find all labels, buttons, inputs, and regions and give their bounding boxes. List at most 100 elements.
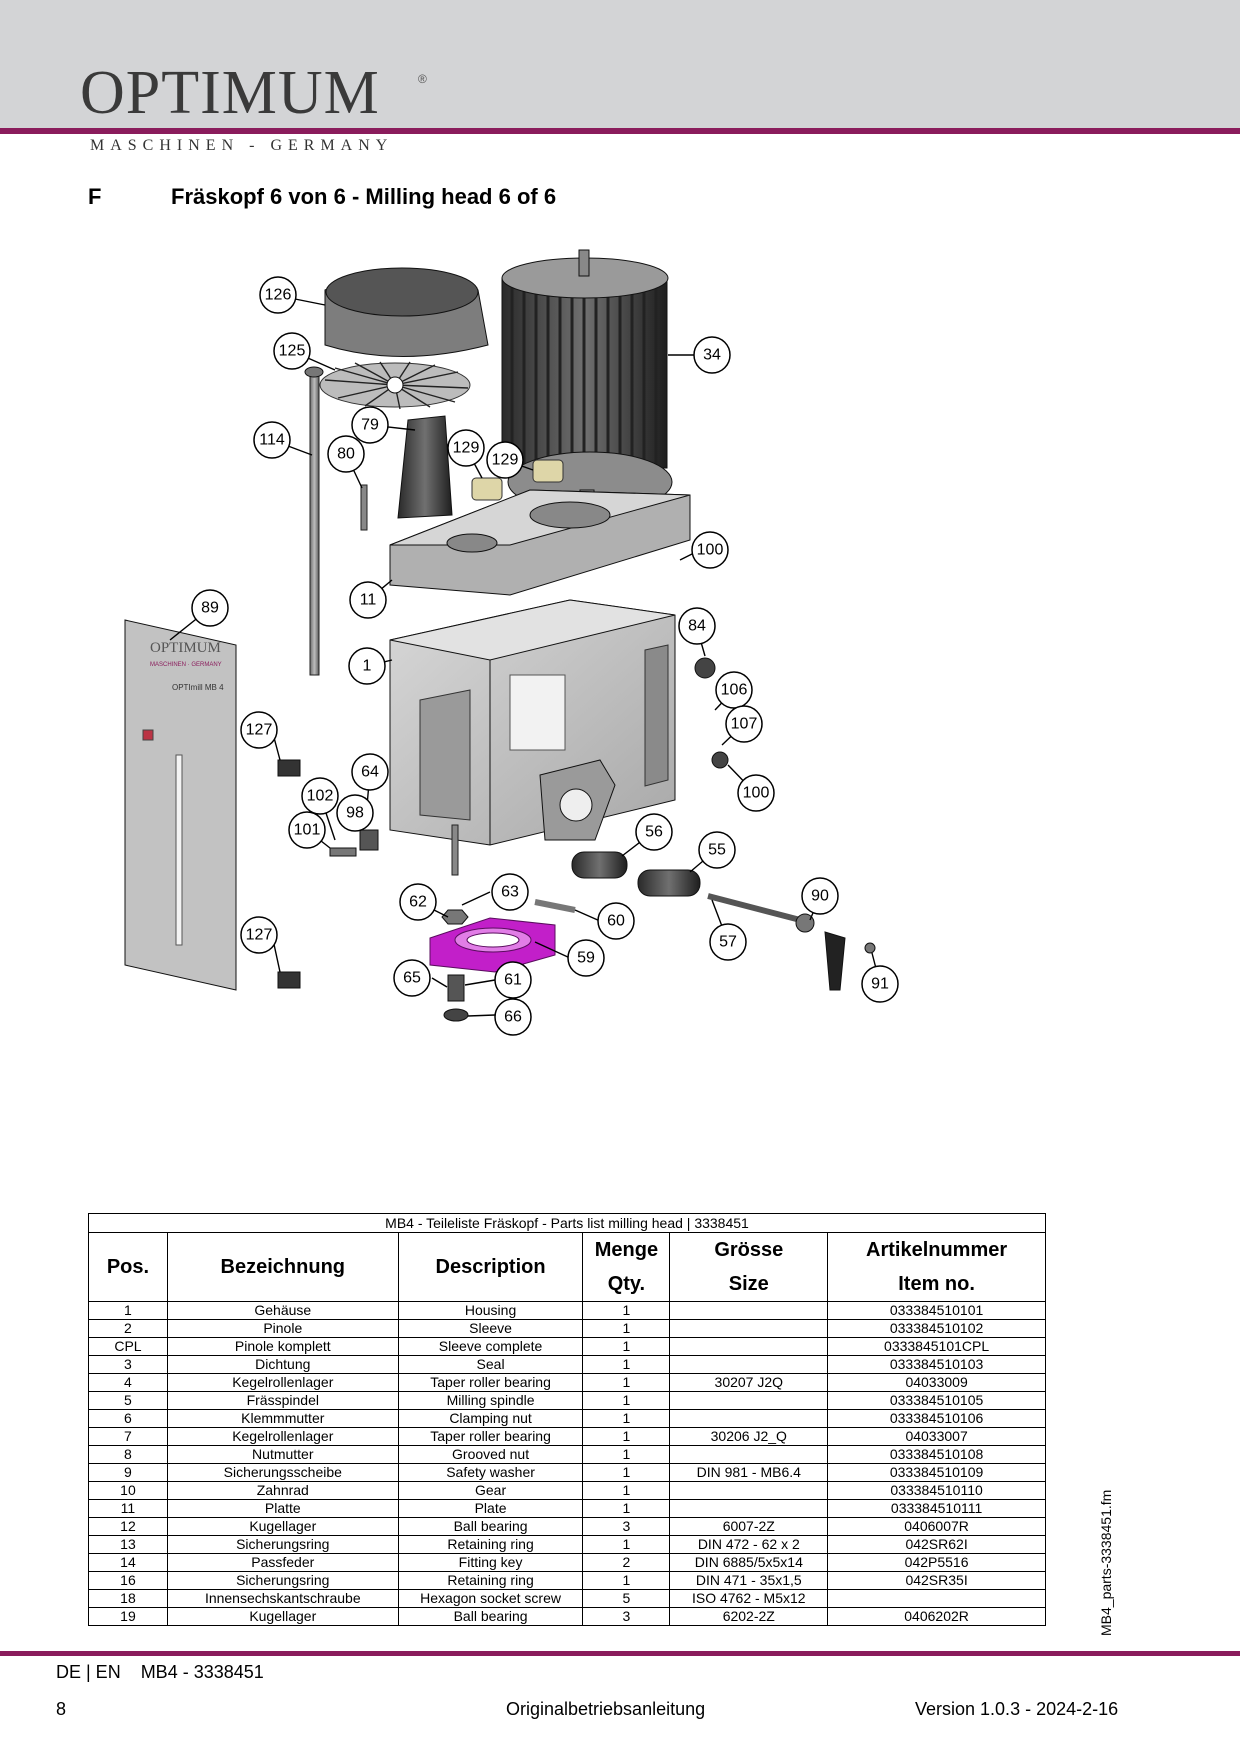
svg-text:65: 65 bbox=[403, 970, 421, 987]
svg-text:55: 55 bbox=[708, 842, 726, 859]
cell-description: Seal bbox=[397, 1355, 584, 1374]
cell-pos: 10 bbox=[88, 1481, 168, 1500]
callout: 56 bbox=[635, 813, 673, 851]
brand-tagline: MASCHINEN - GERMANY bbox=[90, 137, 394, 154]
cell-description: Grooved nut bbox=[397, 1445, 584, 1464]
sleeve-parts bbox=[571, 851, 701, 897]
cell-pos: 8 bbox=[88, 1445, 168, 1464]
cell-qty: 2 bbox=[582, 1553, 671, 1572]
panel-brand: OPTIMUM bbox=[150, 640, 221, 656]
callout: 62 bbox=[399, 883, 437, 921]
cell-qty: 3 bbox=[582, 1607, 671, 1626]
callout: 89 bbox=[191, 589, 229, 627]
cell-pos: 9 bbox=[88, 1463, 168, 1482]
cell-qty: 5 bbox=[582, 1589, 671, 1608]
shaft-lever-parts bbox=[707, 893, 876, 991]
cell-size: 6007-2Z bbox=[669, 1517, 829, 1536]
cell-bezeichnung: Kugellager bbox=[166, 1517, 399, 1536]
callout: 125 bbox=[273, 332, 311, 370]
callout: 102 bbox=[301, 777, 339, 815]
cell-bezeichnung: Kugellager bbox=[166, 1607, 399, 1626]
screw-part bbox=[360, 484, 368, 531]
svg-text:91: 91 bbox=[871, 976, 889, 993]
section-title: Fräskopf 6 von 6 - Milling head 6 of 6 bbox=[171, 184, 557, 209]
cell-bezeichnung: Kegelrollenlager bbox=[166, 1427, 399, 1446]
svg-text:11: 11 bbox=[360, 592, 377, 609]
col-bezeichnung: Bezeichnung bbox=[166, 1232, 399, 1302]
svg-text:107: 107 bbox=[731, 716, 758, 733]
svg-text:101: 101 bbox=[294, 822, 321, 839]
panel-tagline: MASCHINEN · GERMANY bbox=[150, 662, 222, 668]
cell-pos: CPL bbox=[88, 1337, 168, 1356]
plate-part bbox=[389, 489, 691, 596]
svg-text:127: 127 bbox=[246, 927, 273, 944]
callout: 34 bbox=[693, 336, 731, 374]
cell-qty: 1 bbox=[582, 1301, 671, 1320]
cell-itemno: 033384510105 bbox=[827, 1391, 1046, 1410]
svg-text:125: 125 bbox=[279, 343, 306, 360]
cell-pos: 5 bbox=[88, 1391, 168, 1410]
cell-bezeichnung: Innensechskantschraube bbox=[166, 1589, 399, 1608]
col-itemno: Item no. bbox=[827, 1267, 1046, 1302]
cell-bezeichnung: Sicherungsring bbox=[166, 1571, 399, 1590]
cell-bezeichnung: Nutmutter bbox=[166, 1445, 399, 1464]
svg-text:106: 106 bbox=[721, 682, 748, 699]
cell-description: Retaining ring bbox=[397, 1571, 584, 1590]
svg-text:102: 102 bbox=[307, 788, 334, 805]
cell-qty: 1 bbox=[582, 1373, 671, 1392]
callout: 129 bbox=[447, 429, 485, 467]
cell-description: Sleeve bbox=[397, 1319, 584, 1338]
brand-logo: OPTIMUM bbox=[80, 59, 380, 127]
bearing-parts bbox=[471, 459, 564, 501]
switch-parts bbox=[277, 759, 301, 989]
callout: 66 bbox=[494, 998, 532, 1036]
cell-description: Clamping nut bbox=[397, 1409, 584, 1428]
callout: 63 bbox=[491, 873, 529, 911]
small-hardware-parts bbox=[329, 657, 729, 857]
col-groesse: Grösse bbox=[669, 1232, 829, 1267]
footer-document-type: Originalbetriebsanleitung bbox=[506, 1699, 706, 1719]
header-band bbox=[0, 0, 1240, 128]
cell-pos: 7 bbox=[88, 1427, 168, 1446]
cell-itemno: 033384510110 bbox=[827, 1481, 1046, 1500]
control-panel-part: OPTIMUM MASCHINEN · GERMANY OPTImill MB … bbox=[124, 619, 237, 991]
cell-itemno: 033384510111 bbox=[827, 1499, 1046, 1518]
col-description: Description bbox=[397, 1232, 584, 1302]
cell-size: DIN 472 - 62 x 2 bbox=[669, 1535, 829, 1554]
cell-pos: 14 bbox=[88, 1553, 168, 1572]
cell-qty: 1 bbox=[582, 1481, 671, 1500]
callout: 57 bbox=[709, 923, 747, 961]
fastener-parts bbox=[441, 899, 576, 1022]
panel-model: OPTImill MB 4 bbox=[172, 683, 224, 692]
svg-text:60: 60 bbox=[607, 913, 625, 930]
cell-qty: 1 bbox=[582, 1499, 671, 1518]
cell-bezeichnung: Pinole komplett bbox=[166, 1337, 399, 1356]
cell-size: ISO 4762 - M5x12 bbox=[669, 1589, 829, 1608]
cell-bezeichnung: Passfeder bbox=[166, 1553, 399, 1572]
cell-qty: 1 bbox=[582, 1571, 671, 1590]
callout: 100 bbox=[691, 531, 729, 569]
svg-text:59: 59 bbox=[577, 950, 595, 967]
cell-itemno: 033384510101 bbox=[827, 1301, 1046, 1320]
callout: 100 bbox=[737, 774, 775, 812]
cell-pos: 11 bbox=[88, 1499, 168, 1518]
cell-size bbox=[669, 1499, 829, 1518]
parts-list-table: MB4 - Teileliste Fräskopf - Parts list m… bbox=[88, 1213, 1046, 1626]
cell-size: DIN 471 - 35x1,5 bbox=[669, 1571, 829, 1590]
cell-description: Ball bearing bbox=[397, 1517, 584, 1536]
cell-itemno: 0333845101CPL bbox=[827, 1337, 1046, 1356]
cell-itemno: 042SR62I bbox=[827, 1535, 1046, 1554]
cell-size: DIN 6885/5x5x14 bbox=[669, 1553, 829, 1572]
cell-size bbox=[669, 1409, 829, 1428]
cell-bezeichnung: Pinole bbox=[166, 1319, 399, 1338]
col-pos: Pos. bbox=[88, 1232, 168, 1302]
